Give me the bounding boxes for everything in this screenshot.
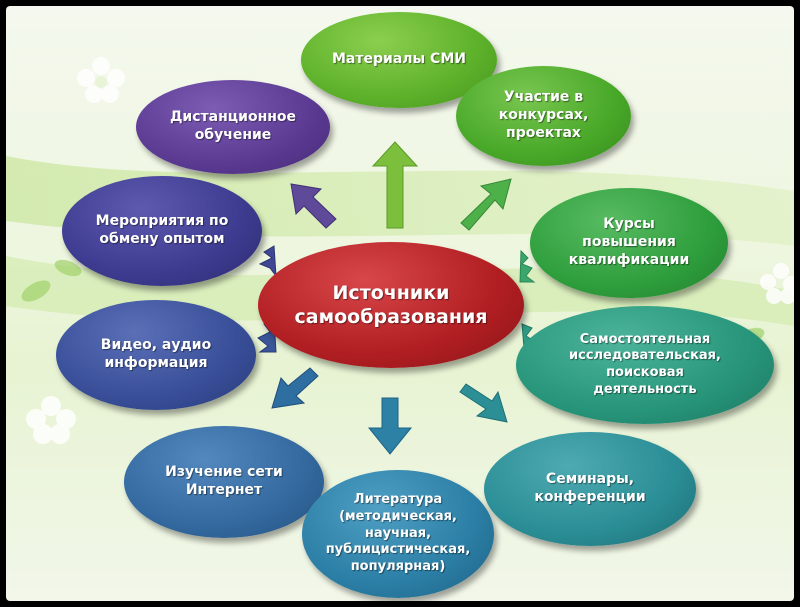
node-independent-research: Самостоятельная исследовательская, поиск… xyxy=(516,306,774,424)
flower-icon xyxy=(760,263,794,304)
node-literature-label: Литература (методическая, научная, публи… xyxy=(325,492,471,574)
flower-icon xyxy=(26,396,76,444)
node-literature: Литература (методическая, научная, публи… xyxy=(302,470,494,598)
node-seminars-conferences: Семинары, конференции xyxy=(484,432,696,546)
node-qualification-courses-label: Курсы повышения квалификации xyxy=(568,216,690,268)
node-center-self-education: Источники самообразования xyxy=(258,242,524,368)
node-contests-projects-label: Участие в конкурсах, проектах xyxy=(498,89,589,141)
node-internet-study-label: Изучение сети Интернет xyxy=(165,464,283,498)
arrow-up-icon xyxy=(371,141,419,229)
diagram-canvas: Дистанционное обучение Материалы СМИ Уча… xyxy=(6,6,794,601)
arrow-left-icon xyxy=(258,245,277,278)
node-distance-learning-label: Дистанционное обучение xyxy=(169,109,297,143)
node-exchange-events-label: Мероприятия по обмену опытом xyxy=(95,213,229,247)
arrow-diagonal-up-right-icon xyxy=(460,178,512,231)
node-independent-research-label: Самостоятельная исследовательская, поиск… xyxy=(569,331,721,397)
node-media-materials: Материалы СМИ xyxy=(301,12,497,108)
arrow-down-icon xyxy=(367,397,413,455)
arrow-diagonal-down-left-icon xyxy=(271,367,319,409)
node-video-audio-label: Видео, аудио информация xyxy=(100,337,212,371)
node-internet-study: Изучение сети Интернет xyxy=(124,426,324,538)
node-seminars-conferences-label: Семинары, конференции xyxy=(534,471,646,505)
arrow-diagonal-down-right-icon xyxy=(459,383,508,423)
node-qualification-courses: Курсы повышения квалификации xyxy=(530,188,728,298)
node-distance-learning: Дистанционное обучение xyxy=(136,80,330,174)
node-video-audio: Видео, аудио информация xyxy=(56,300,256,410)
node-center-label: Источники самообразования xyxy=(294,281,488,328)
node-exchange-events: Мероприятия по обмену опытом xyxy=(62,176,262,286)
node-media-materials-label: Материалы СМИ xyxy=(332,51,466,68)
arrow-right-icon xyxy=(519,249,536,283)
flower-icon xyxy=(77,57,125,103)
node-contests-projects: Участие в конкурсах, проектах xyxy=(456,66,631,166)
arrow-diagonal-up-left-icon xyxy=(290,183,337,229)
